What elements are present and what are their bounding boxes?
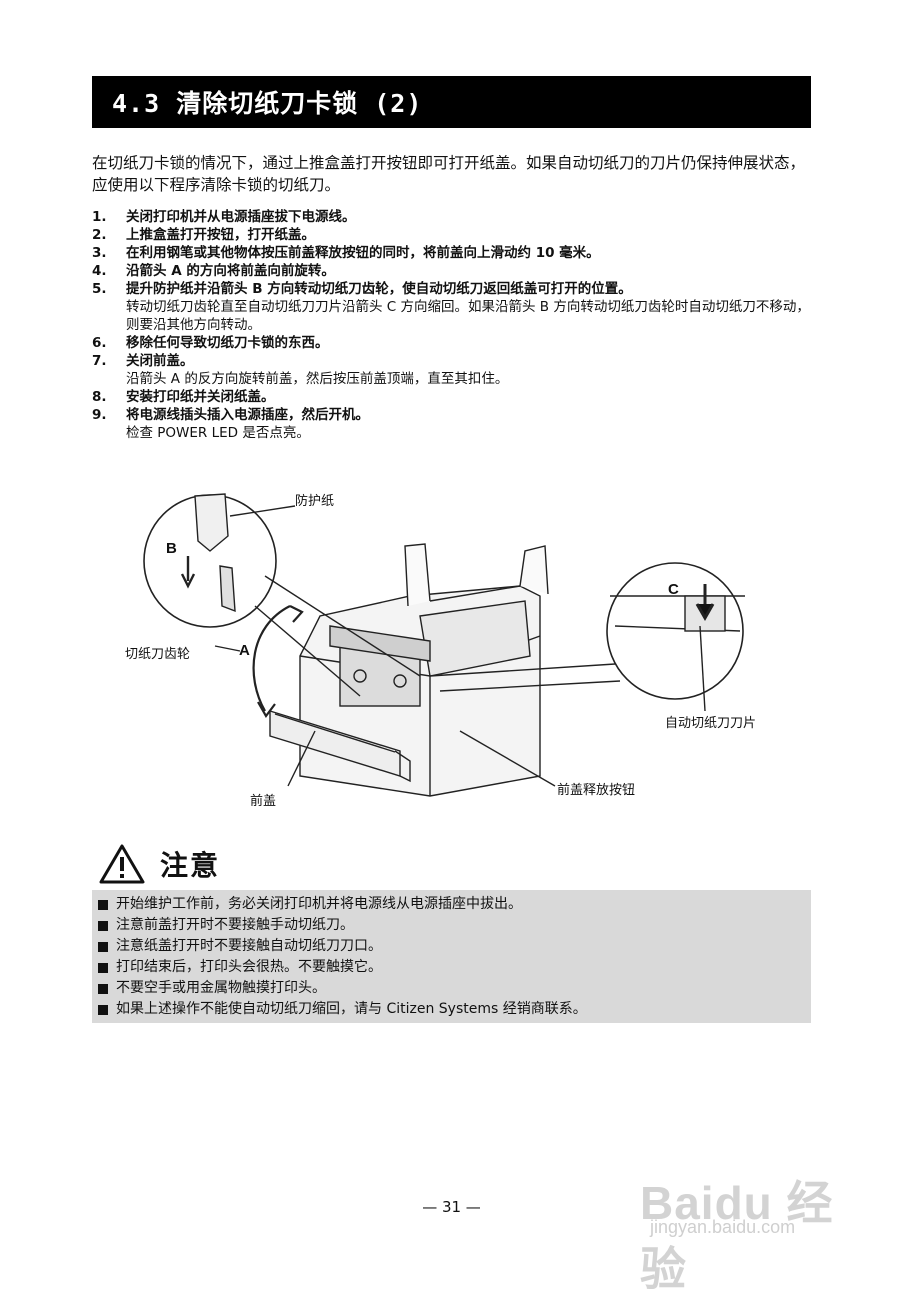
step-text: 将电源线插头插入电源插座，然后开机。 [126, 407, 369, 423]
caution-box: 开始维护工作前，务必关闭打印机并将电源线从电源插座中拔出。 注意前盖打开时不要接… [92, 890, 811, 1023]
step-number: 8. [92, 389, 107, 405]
caution-header: 注意 [98, 840, 220, 888]
step-item: 8. 安装打印纸并关闭纸盖。 [92, 388, 812, 406]
procedure-steps: 1. 关闭打印机并从电源插座拔下电源线。 2. 上推盒盖打开按钮，打开纸盖。 3. 在… [92, 208, 812, 442]
arrow-label-c: C [668, 581, 679, 598]
label-cutter-blade: 自动切纸刀刀片 [665, 716, 757, 731]
step-text: 关闭前盖。 [126, 353, 194, 369]
printer-diagram: 防护纸 切纸刀齿轮 前盖 前盖释放按钮 自动切纸刀刀片 A B C [100, 476, 820, 816]
square-bullet-icon [98, 983, 108, 994]
label-cutter-gear: 切纸刀齿轮 [125, 647, 191, 662]
step-item: 3. 在利用钢笔或其他物体按压前盖释放按钮的同时，将前盖向上滑动约 10 毫米。 [92, 244, 812, 262]
square-bullet-icon [98, 941, 108, 952]
caution-list: 开始维护工作前，务必关闭打印机并将电源线从电源插座中拔出。 注意前盖打开时不要接… [98, 894, 811, 1020]
step-number: 6. [92, 335, 107, 351]
printer-illustration [143, 493, 745, 797]
step-item: 7. 关闭前盖。沿箭头 A 的反方向旋转前盖，然后按压前盖顶端，直至其扣住。 [92, 352, 812, 388]
caution-item-text: 注意前盖打开时不要接触手动切纸刀。 [116, 917, 354, 933]
square-bullet-icon [98, 899, 108, 910]
step-number: 3. [92, 245, 107, 261]
label-protective-paper: 防护纸 [295, 494, 335, 509]
step-item: 5. 提升防护纸并沿箭头 B 方向转动切纸刀齿轮，使自动切纸刀返回纸盖可打开的位置… [92, 280, 812, 334]
step-subtext: 沿箭头 A 的反方向旋转前盖，然后按压前盖顶端，直至其扣住。 [126, 371, 509, 387]
caution-item: 不要空手或用金属物触摸打印头。 [98, 978, 811, 999]
warning-triangle-icon [99, 844, 145, 884]
step-number: 2. [92, 227, 107, 243]
step-number: 1. [92, 209, 107, 225]
caution-item: 打印结束后，打印头会很热。不要触摸它。 [98, 957, 811, 978]
caution-item-text: 开始维护工作前，务必关闭打印机并将电源线从电源插座中拔出。 [116, 896, 522, 912]
label-release-button: 前盖释放按钮 [557, 783, 636, 798]
step-number: 9. [92, 407, 107, 423]
step-item: 4. 沿箭头 A 的方向将前盖向前旋转。 [92, 262, 812, 280]
step-subtext: 转动切纸刀齿轮直至自动切纸刀刀片沿箭头 C 方向缩回。如果沿箭头 B 方向转动切… [126, 299, 810, 333]
square-bullet-icon [98, 1004, 108, 1015]
step-item: 9. 将电源线插头插入电源插座，然后开机。检查 POWER LED 是否点亮。 [92, 406, 812, 442]
caution-item: 如果上述操作不能使自动切纸刀缩回，请与 Citizen Systems 经销商联… [98, 999, 811, 1020]
step-text: 在利用钢笔或其他物体按压前盖释放按钮的同时，将前盖向上滑动约 10 毫米。 [126, 245, 600, 261]
caution-item-text: 注意纸盖打开时不要接触自动切纸刀刀口。 [116, 938, 382, 954]
caution-item-text: 打印结束后，打印头会很热。不要触摸它。 [116, 959, 382, 975]
page-number: — 31 — [422, 1198, 481, 1216]
caution-item-text: 不要空手或用金属物触摸打印头。 [116, 980, 326, 996]
step-text: 安装打印纸并关闭纸盖。 [126, 389, 275, 405]
step-subtext: 检查 POWER LED 是否点亮。 [126, 425, 310, 441]
caution-title: 注意 [160, 849, 221, 882]
caution-item: 开始维护工作前，务必关闭打印机并将电源线从电源插座中拔出。 [98, 894, 811, 915]
intro-paragraph: 在切纸刀卡锁的情况下，通过上推盒盖打开按钮即可打开纸盖。如果自动切纸刀的刀片仍保… [92, 154, 806, 194]
step-item: 1. 关闭打印机并从电源插座拔下电源线。 [92, 208, 812, 226]
caution-item: 注意纸盖打开时不要接触自动切纸刀刀口。 [98, 936, 811, 957]
step-text: 沿箭头 A 的方向将前盖向前旋转。 [126, 263, 335, 279]
step-text: 上推盒盖打开按钮，打开纸盖。 [126, 227, 315, 243]
caution-item: 注意前盖打开时不要接触手动切纸刀。 [98, 915, 811, 936]
step-text: 提升防护纸并沿箭头 B 方向转动切纸刀齿轮，使自动切纸刀返回纸盖可打开的位置。 [126, 281, 632, 297]
step-number: 7. [92, 353, 107, 369]
step-text: 移除任何导致切纸刀卡锁的东西。 [126, 335, 329, 351]
arrow-label-a: A [239, 642, 250, 659]
watermark-url: jingyan.baidu.com [650, 1217, 796, 1237]
step-number: 4. [92, 263, 107, 279]
caution-item-text: 如果上述操作不能使自动切纸刀缩回，请与 Citizen Systems 经销商联… [116, 1001, 587, 1017]
step-text: 关闭打印机并从电源插座拔下电源线。 [126, 209, 356, 225]
section-title: 4.3 清除切纸刀卡锁 (2) [92, 76, 811, 128]
step-number: 5. [92, 281, 107, 297]
step-item: 2. 上推盒盖打开按钮，打开纸盖。 [92, 226, 812, 244]
label-front-cover: 前盖 [250, 794, 277, 809]
baidu-watermark: Baidu 经验 jingyan.baidu.com [640, 1145, 860, 1295]
square-bullet-icon [98, 920, 108, 931]
step-item: 6. 移除任何导致切纸刀卡锁的东西。 [92, 334, 812, 352]
arrow-label-b: B [166, 540, 177, 557]
square-bullet-icon [98, 962, 108, 973]
